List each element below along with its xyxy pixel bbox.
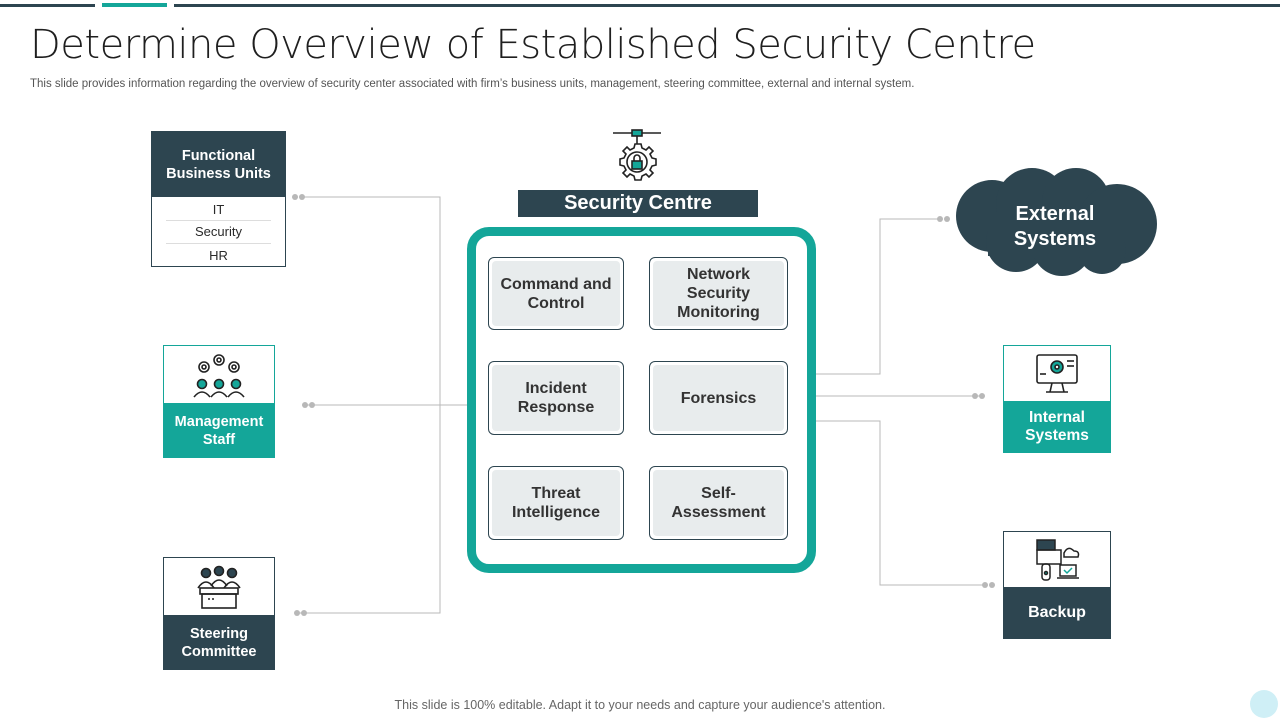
top-bar-segment-1	[0, 4, 95, 7]
connector-steering	[300, 405, 441, 614]
security-centre-title: Security Centre	[564, 192, 712, 214]
footer-note: This slide is 100% editable. Adapt it to…	[394, 698, 886, 712]
cloud-shape	[956, 168, 1157, 276]
business-units-item: HR	[209, 248, 228, 263]
backup-devices-icon	[1004, 532, 1110, 587]
committee-podium-icon	[164, 558, 274, 615]
steering-committee-box: Steering Committee	[163, 557, 275, 670]
page-subtitle: This slide provides information regardin…	[30, 78, 915, 90]
cell-label: Self-Assessment	[653, 470, 784, 536]
cell-command-and-control: Command and Control	[488, 257, 624, 330]
top-bar-segment-3	[174, 4, 1280, 7]
cell-threat-intelligence: Threat Intelligence	[488, 466, 624, 540]
cell-label: Incident Response	[492, 365, 620, 431]
connector-dot	[982, 582, 988, 588]
gear-lock-icon	[610, 128, 664, 184]
connector-dot	[294, 610, 300, 616]
connector-backup	[788, 420, 987, 586]
connector-dot	[299, 194, 305, 200]
internal-systems-title: Internal Systems	[1025, 408, 1089, 444]
cell-self-assessment: Self-Assessment	[649, 466, 788, 540]
corner-circle	[1250, 690, 1278, 718]
top-bar-segment-2	[102, 3, 167, 7]
business-units-box: Functional Business Units IT Security HR	[151, 131, 286, 267]
management-staff-title: Management Staff	[174, 413, 264, 448]
backup-title: Backup	[1028, 603, 1086, 621]
connector-dot	[989, 582, 995, 588]
cell-label: Network Security Monitoring	[653, 261, 784, 326]
monitor-gear-icon	[1004, 346, 1110, 401]
connector-dot	[302, 402, 308, 408]
cell-network-security-monitoring: Network Security Monitoring	[649, 257, 788, 330]
connector-dot	[979, 393, 985, 399]
cell-label: Threat Intelligence	[492, 470, 620, 536]
backup-label-area: Backup	[1004, 587, 1110, 638]
business-units-header: Functional Business Units	[152, 132, 285, 197]
connector-dot	[301, 610, 307, 616]
business-units-item: IT	[166, 200, 271, 221]
steering-committee-label-area: Steering Committee	[164, 615, 274, 670]
management-staff-label-area: Management Staff	[164, 403, 274, 458]
connector-dot	[309, 402, 315, 408]
connector-dot	[972, 393, 978, 399]
business-units-item: Security	[166, 221, 271, 244]
cell-label: Command and Control	[492, 261, 620, 326]
backup-box: Backup	[1003, 531, 1111, 639]
connector-external	[788, 218, 940, 375]
connector-dot	[944, 216, 950, 222]
security-centre-header: Security Centre	[518, 190, 758, 217]
team-gears-icon	[164, 346, 274, 403]
internal-systems-box: Internal Systems	[1003, 345, 1111, 453]
business-units-title: Functional Business Units	[166, 147, 271, 182]
cell-forensics: Forensics	[649, 361, 788, 435]
connector-dot	[937, 216, 943, 222]
connector-dot	[292, 194, 298, 200]
internal-systems-label-area: Internal Systems	[1004, 401, 1110, 452]
cell-incident-response: Incident Response	[488, 361, 624, 435]
connector-business-units	[300, 196, 468, 406]
steering-committee-title: Steering Committee	[181, 625, 257, 660]
management-staff-box: Management Staff	[163, 345, 275, 458]
page-title: Determine Overview of Established Securi…	[30, 22, 1036, 68]
external-systems-title: External Systems	[1013, 203, 1097, 250]
cell-label: Forensics	[653, 365, 784, 431]
